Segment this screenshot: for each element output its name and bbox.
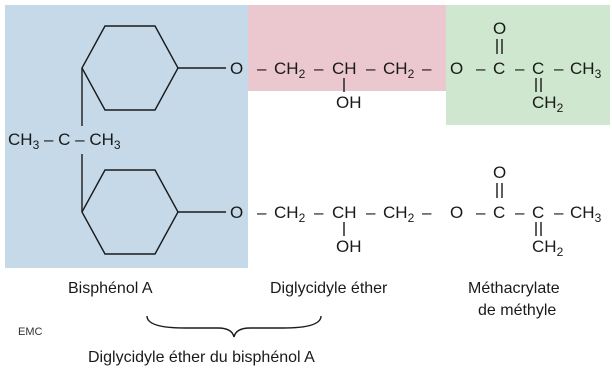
lower-methylene: CH2 [532,237,564,259]
upper-bond-dash-5: – [476,59,486,78]
lower-ch2-a: CH2 [274,203,306,225]
bisphenol-label: Bisphénol A [68,280,153,297]
lower-methyl: CH3 [570,203,602,225]
lower-ch2-b: CH2 [383,203,415,225]
lower-methacrylate-chain: O – CH2 – CH – CH2 – O – C – C – CH3 OH … [230,163,602,259]
lower-bond-dash-7: – [554,203,564,222]
lower-bond-dash-6: – [515,203,525,222]
upper-methylene: CH2 [532,93,564,115]
upper-ester-oxygen: O [450,59,463,78]
upper-bond-dash-6: – [515,59,525,78]
bisphenol-region [5,5,248,268]
emc-logo: EMC [18,326,43,338]
lower-bond-dash-4: – [422,203,432,222]
upper-bond-dash-7: – [554,59,564,78]
lower-alpha-carbon: C [532,203,544,222]
upper-bond-dash-4: – [422,59,432,78]
lower-bond-dash-1: – [257,203,267,222]
upper-ch2-b: CH2 [383,59,415,81]
upper-alpha-carbon: C [532,59,544,78]
curly-brace [146,315,322,338]
upper-bond-dash-1: – [257,59,267,78]
brace-caption: Diglycidyle éther du bisphénol A [88,349,315,366]
lower-ether-oxygen: O [230,203,243,222]
lower-bond-dash-5: – [476,203,486,222]
lower-hydroxyl: OH [336,237,362,256]
lower-bond-dash-3: – [366,203,376,222]
upper-carbonyl-carbon: C [493,59,505,78]
lower-carbonyl-carbon: C [493,203,505,222]
lower-ch: CH [332,203,357,222]
upper-ether-oxygen: O [230,59,243,78]
upper-bond-dash-2: – [314,59,324,78]
upper-bond-dash-3: – [366,59,376,78]
upper-methyl: CH3 [570,59,602,81]
lower-ester-oxygen: O [450,203,463,222]
upper-carbonyl-oxygen: O [493,19,506,38]
lower-carbonyl-oxygen: O [493,163,506,182]
methacrylate-label-line2: de méthyle [478,302,556,319]
diglycidyl-region [248,5,446,91]
diglycidyl-label: Diglycidyle éther [270,280,388,297]
lower-bond-dash-2: – [314,203,324,222]
upper-ch2-a: CH2 [274,59,306,81]
upper-ch: CH [332,59,357,78]
upper-hydroxyl: OH [336,93,362,112]
upper-methacrylate-chain: O – CH2 – CH – CH2 – O – C – C – CH3 OH … [230,19,602,115]
central-isopropylidene-group: CH3 – C – CH3 [8,130,121,152]
methacrylate-label-line1: Méthacrylate [468,280,560,297]
methacrylate-region [446,5,610,125]
